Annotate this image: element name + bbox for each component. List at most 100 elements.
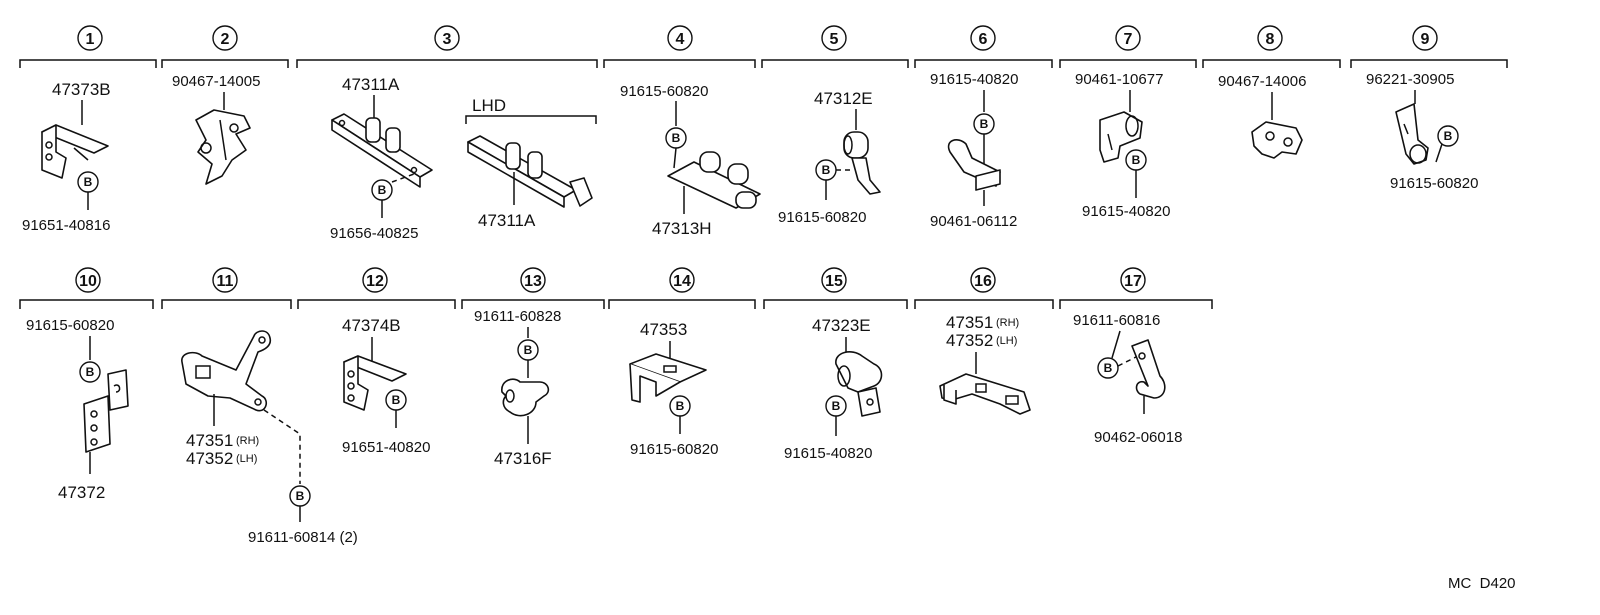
group-17: 91611-60816 B 90462-06018 xyxy=(1073,312,1182,446)
part-number: 47351 xyxy=(186,431,233,450)
part-number: 47351 xyxy=(946,313,993,332)
part-number: 91615-40820 xyxy=(784,445,872,462)
row2-brackets xyxy=(19,299,1213,309)
group-13: 91611-60828 B 47316F xyxy=(474,308,561,468)
svg-text:(RH): (RH) xyxy=(996,317,1019,329)
svg-text:B: B xyxy=(822,163,831,177)
group-number-4: 4 xyxy=(667,25,693,51)
group-16: 47351 (RH) 47352 (LH) xyxy=(939,313,1031,415)
svg-text:4: 4 xyxy=(676,31,685,48)
clip-part-icon xyxy=(1395,103,1429,165)
svg-text:B: B xyxy=(1444,129,1453,143)
svg-text:(RH): (RH) xyxy=(236,435,259,447)
svg-text:14: 14 xyxy=(673,273,691,290)
svg-text:B: B xyxy=(296,489,305,503)
bracket-tab-icon xyxy=(107,369,129,411)
part-number: 91615-60820 xyxy=(630,441,718,458)
bracket-part-icon xyxy=(181,330,272,412)
part-number: 91615-60820 xyxy=(620,83,708,100)
part-number: 91615-40820 xyxy=(1082,203,1170,220)
part-number: 91611-60828 xyxy=(474,308,561,325)
group-number-1: 1 xyxy=(77,25,103,51)
part-number: 47352 xyxy=(946,331,993,350)
part-number: 47312E xyxy=(814,89,873,108)
group-number-7: 7 xyxy=(1115,25,1141,51)
bolt-icon xyxy=(79,361,101,383)
part-number: 47374B xyxy=(342,316,401,335)
group-number-12: 12 xyxy=(362,267,388,293)
svg-text:B: B xyxy=(392,393,401,407)
group-3: 47311A B 91656-40825 LHD 47311A xyxy=(330,75,597,242)
group-4: 91615-60820 B 47313H xyxy=(620,83,761,238)
row1-brackets xyxy=(19,59,1508,68)
part-number: 91651-40816 xyxy=(22,217,110,234)
clip-part-icon xyxy=(835,351,883,393)
group-15: 47323E B 91615-40820 xyxy=(784,316,883,462)
svg-text:B: B xyxy=(1104,361,1113,375)
group-12: 47374B B 91651-40820 xyxy=(342,316,430,456)
svg-text:3: 3 xyxy=(443,31,452,48)
group-number-15: 15 xyxy=(821,267,847,293)
group-number-17: 17 xyxy=(1120,267,1146,293)
group-10: 91615-60820 B 47372 xyxy=(26,317,129,502)
part-number: 90467-14005 xyxy=(172,73,260,90)
group-number-5: 5 xyxy=(821,25,847,51)
group-5: 47312E B 91615-60820 xyxy=(778,89,881,226)
part-number: 47311A xyxy=(478,211,536,230)
part-number: 91615-60820 xyxy=(778,209,866,226)
bracket-plate-lhd-icon xyxy=(467,135,577,198)
part-number: 90461-10677 xyxy=(1075,71,1163,88)
clamp-part-icon xyxy=(195,109,251,185)
svg-text:B: B xyxy=(676,399,685,413)
svg-text:5: 5 xyxy=(830,31,839,48)
svg-text:6: 6 xyxy=(979,31,988,48)
group-number-8: 8 xyxy=(1257,25,1283,51)
svg-text:(LH): (LH) xyxy=(996,335,1017,347)
svg-text:8: 8 xyxy=(1266,31,1275,48)
clamp-part-icon xyxy=(1251,121,1303,159)
svg-text:B: B xyxy=(524,343,533,357)
part-number: 91615-60820 xyxy=(26,317,114,334)
part-number: 90467-14006 xyxy=(1218,73,1306,90)
svg-text:B: B xyxy=(980,117,989,131)
svg-text:1: 1 xyxy=(86,31,95,48)
part-number: 47316F xyxy=(494,449,552,468)
lhd-label: LHD xyxy=(472,96,506,115)
part-number: 47373B xyxy=(52,80,111,99)
part-number: 91611-60814 (2) xyxy=(248,529,358,546)
svg-text:13: 13 xyxy=(524,273,542,290)
bolt-icon xyxy=(1097,357,1119,379)
svg-text:2: 2 xyxy=(221,31,230,48)
svg-text:15: 15 xyxy=(825,273,843,290)
svg-text:B: B xyxy=(832,399,841,413)
group-number-2: 2 xyxy=(212,25,238,51)
group-number-3: 3 xyxy=(434,25,460,51)
group-number-10: 10 xyxy=(75,267,101,293)
group-11: 47351 (RH) 47352 (LH) B 91611-60814 (2) xyxy=(181,330,358,546)
svg-text:B: B xyxy=(84,175,93,189)
group-7: 90461-10677 B 91615-40820 xyxy=(1075,71,1170,220)
group-8: 90467-14006 xyxy=(1218,73,1306,159)
group-number-14: 14 xyxy=(669,267,695,293)
svg-text:B: B xyxy=(378,183,387,197)
group-1: 47373B B 91651-40816 xyxy=(22,80,111,234)
part-number: 47311A xyxy=(342,75,400,94)
group-2: 90467-14005 xyxy=(172,73,260,185)
part-number: 96221-30905 xyxy=(1366,71,1454,88)
part-number: 91656-40825 xyxy=(330,225,418,242)
group-number-13: 13 xyxy=(520,267,546,293)
svg-text:B: B xyxy=(1132,153,1141,167)
clip-part-icon xyxy=(1131,339,1166,399)
clip-part-icon xyxy=(1099,111,1143,163)
part-number: 91611-60816 xyxy=(1073,312,1160,329)
svg-text:16: 16 xyxy=(974,273,992,290)
svg-text:11: 11 xyxy=(217,273,234,290)
part-number: 91615-40820 xyxy=(930,71,1018,88)
svg-text:B: B xyxy=(672,131,681,145)
part-number: 47313H xyxy=(652,219,712,238)
group-number-6: 6 xyxy=(970,25,996,51)
part-number: 90462-06018 xyxy=(1094,429,1182,446)
part-number: 47372 xyxy=(58,483,105,502)
